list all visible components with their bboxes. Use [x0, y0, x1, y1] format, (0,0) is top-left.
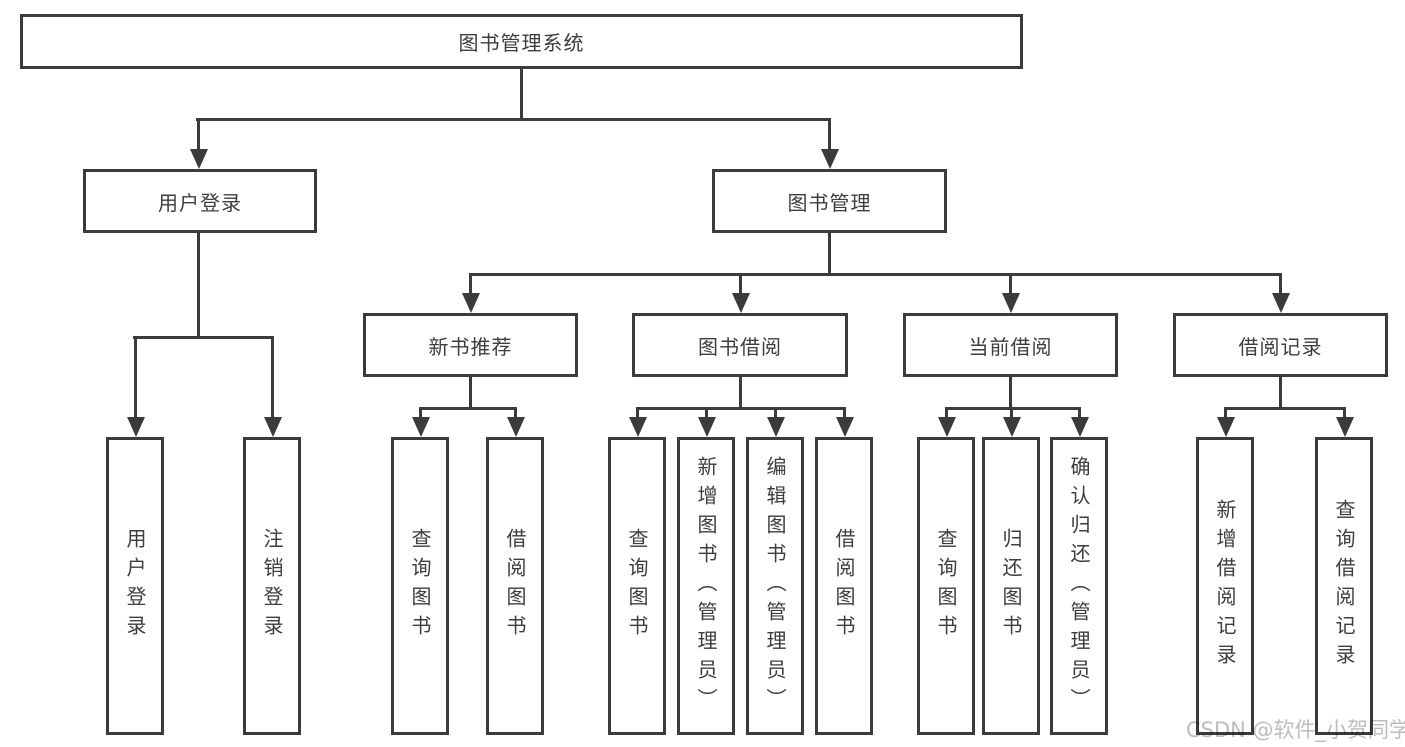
leaf-query-borrow-record: 查询借阅记录	[1315, 437, 1373, 735]
node-user-login: 用户登录	[83, 169, 317, 233]
leaf-confirm-return-admin: 确认归还（管理员）	[1050, 437, 1108, 735]
leaf-edit-book-admin-label: 编辑图书（管理员）	[763, 455, 787, 717]
leaf-add-borrow-record: 新增借阅记录	[1196, 437, 1254, 735]
connector-line	[196, 118, 830, 121]
node-library-system: 图书管理系统	[20, 14, 1023, 69]
connector-arrow	[1343, 407, 1346, 418]
connector-line	[945, 407, 1081, 410]
node-library-system-label: 图书管理系统	[458, 31, 585, 55]
connector-arrow	[197, 118, 200, 150]
node-current-borrowing: 当前借阅	[903, 313, 1118, 377]
connector-arrow	[1279, 273, 1282, 294]
node-user-login-label: 用户登录	[158, 190, 242, 215]
leaf-query-book-borrowing: 查询图书	[608, 437, 666, 735]
leaf-confirm-return-admin-label: 确认归还（管理员）	[1067, 455, 1091, 717]
connector-arrow	[514, 407, 517, 418]
connector-arrow	[774, 407, 777, 418]
leaf-logout-label: 注销登录	[260, 528, 284, 644]
leaf-query-borrow-record-label: 查询借阅记录	[1332, 499, 1356, 673]
connector-arrow	[636, 407, 639, 418]
leaf-return-book: 归还图书	[982, 437, 1040, 735]
connector-arrow	[705, 407, 708, 418]
connector-arrow	[1078, 407, 1081, 418]
connector-arrow	[945, 407, 948, 418]
leaf-borrow-book-recommend: 借阅图书	[486, 437, 544, 735]
connector-arrow	[271, 336, 274, 418]
node-book-borrowing-label: 图书借阅	[698, 334, 782, 359]
leaf-query-book-borrowing-label: 查询图书	[625, 528, 649, 644]
leaf-edit-book-admin: 编辑图书（管理员）	[746, 437, 804, 735]
leaf-borrow-book-label: 借阅图书	[832, 528, 856, 644]
node-borrowing-records: 借阅记录	[1173, 313, 1388, 377]
node-book-management-label: 图书管理	[787, 190, 872, 215]
leaf-query-book-recommend: 查询图书	[391, 437, 449, 735]
connector-line	[469, 273, 1282, 276]
leaf-return-book-label: 归还图书	[999, 528, 1023, 644]
connector-arrow	[843, 407, 846, 418]
connector-line	[1009, 377, 1012, 409]
connector-line	[1279, 377, 1282, 409]
connector-arrow	[1009, 273, 1012, 294]
leaf-add-book-admin-label: 新增图书（管理员）	[694, 455, 718, 717]
connector-arrow	[419, 407, 422, 418]
leaf-logout: 注销登录	[243, 437, 301, 735]
connector-line	[739, 377, 742, 409]
connector-line	[197, 233, 200, 338]
leaf-add-borrow-record-label: 新增借阅记录	[1213, 499, 1237, 673]
node-current-borrowing-label: 当前借阅	[968, 334, 1053, 359]
connector-line	[1224, 407, 1346, 410]
connector-arrow	[1224, 407, 1227, 418]
leaf-query-book-current-label: 查询图书	[934, 528, 958, 644]
connector-arrow	[1010, 407, 1013, 418]
connector-line	[520, 69, 523, 119]
connector-arrow	[739, 273, 742, 294]
node-new-book-recommendation: 新书推荐	[363, 313, 578, 377]
leaf-query-book-recommend-label: 查询图书	[408, 528, 432, 644]
connector-line	[828, 233, 831, 276]
connector-arrow	[828, 118, 831, 150]
leaf-user-login-label: 用户登录	[123, 528, 147, 644]
connector-line	[133, 336, 274, 339]
connector-arrow	[134, 336, 137, 418]
leaf-borrow-book: 借阅图书	[815, 437, 873, 735]
connector-line	[419, 407, 517, 410]
node-book-borrowing: 图书借阅	[632, 313, 848, 377]
connector-line	[636, 407, 846, 410]
leaf-add-book-admin: 新增图书（管理员）	[677, 437, 735, 735]
connector-line	[469, 377, 472, 409]
node-new-book-recommendation-label: 新书推荐	[428, 334, 513, 359]
csdn-watermark: CSDN @软件_小贺同学	[1186, 718, 1405, 742]
connector-arrow	[469, 273, 472, 294]
node-book-management: 图书管理	[712, 169, 947, 233]
leaf-query-book-current: 查询图书	[917, 437, 975, 735]
leaf-borrow-book-recommend-label: 借阅图书	[503, 528, 527, 644]
node-borrowing-records-label: 借阅记录	[1238, 334, 1323, 359]
leaf-user-login: 用户登录	[106, 437, 164, 735]
